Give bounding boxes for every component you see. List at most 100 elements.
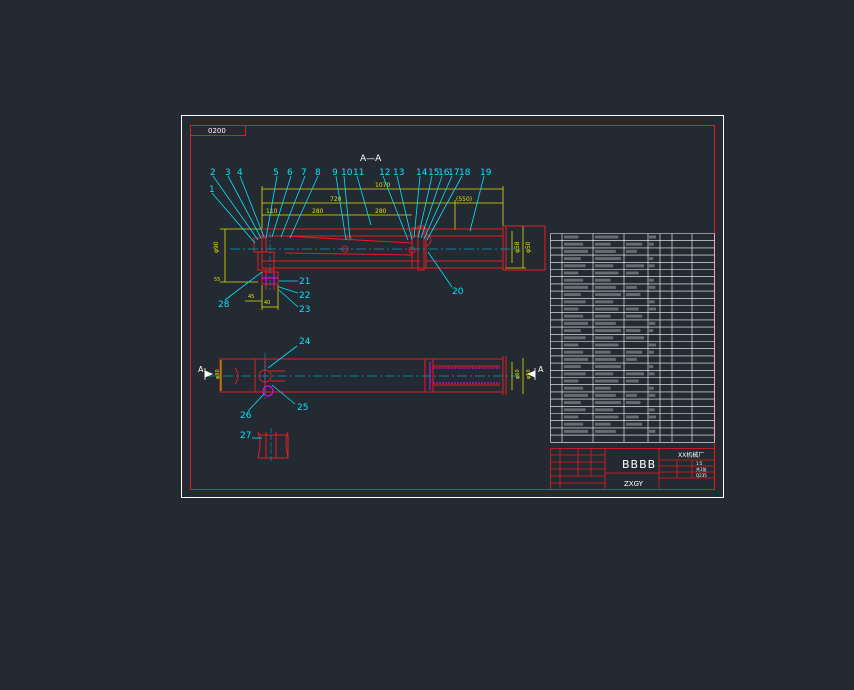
dim-d5: (550) [456,196,472,203]
balloon-11: 11 [353,168,364,178]
table-cell-mark [564,408,586,412]
balloon-23: 23 [299,305,310,315]
title-company: XX机械厂 [678,451,704,459]
table-cell-mark [626,329,641,333]
table-cell-mark [564,379,579,383]
table-cell-mark [595,300,614,304]
table-cell-mark [626,379,639,383]
sheet-outer-border [181,115,724,498]
table-cell-mark [595,249,616,253]
table-cell-mark [649,386,654,390]
balloon-1: 1 [209,185,215,195]
table-cell-mark [626,357,637,361]
table-cell-mark [595,307,619,311]
title-material: Q235 [696,473,707,478]
dim-small2: 40 [264,300,270,306]
table-cell-mark [649,242,654,246]
title-name: ZXGY [624,480,644,488]
table-cell-mark [595,365,621,369]
table-cell-mark [649,350,654,354]
table-cell-mark [564,386,584,390]
table-cell-mark [649,343,656,347]
dim-b-right2: φ50 [526,369,532,379]
title-drawing-no: BBBB [622,458,656,471]
balloon-18: 18 [459,168,471,178]
table-cell-mark [595,350,611,354]
table-cell-mark [595,314,611,318]
balloon-13: 13 [393,168,404,178]
balloon-9: 9 [332,168,338,178]
table-cell-mark [564,285,588,289]
table-cell-mark [595,401,621,405]
table-cell-mark [564,365,581,369]
balloon-12: 12 [379,168,390,178]
balloon-10: 10 [341,168,353,178]
table-cell-mark [564,293,581,297]
balloon-15: 15 [428,168,439,178]
table-cell-mark [595,415,619,419]
dim-b-left: φ80 [215,369,221,379]
table-cell-mark [564,271,579,275]
balloon-20: 20 [452,287,464,297]
table-cell-mark [564,321,588,325]
table-cell-mark [649,372,655,376]
table-cell-mark [595,235,619,239]
table-cell-mark [595,386,611,390]
table-cell-mark [626,249,637,253]
table-cell-mark [626,242,643,246]
table-cell-mark [564,422,584,426]
table-cell-mark [564,242,584,246]
table-cell-mark [649,415,656,419]
table-cell-mark [626,415,639,419]
table-cell-mark [564,393,588,397]
table-cell-mark [649,300,655,304]
table-cell-mark [564,257,581,261]
table-cell-mark [626,393,637,397]
dim-d2: 110 [266,208,278,215]
table-cell-mark [595,379,619,383]
dim-small1: 45 [248,294,254,300]
table-cell-mark [649,321,656,325]
table-cell-mark [595,329,621,333]
table-cell-mark [649,235,656,239]
table-cell-mark [649,264,655,268]
dim-b-right1: φ60 [515,369,521,379]
table-cell-mark [564,307,579,311]
table-cell-mark [595,293,621,297]
dim-d4: 280 [375,208,387,215]
table-cell-mark [595,408,614,412]
table-cell-mark [626,271,639,275]
table-cell-mark [564,235,579,239]
table-cell-mark [626,350,643,354]
table-cell-mark [595,393,616,397]
dim-small3: 55 [214,277,220,283]
balloon-25: 25 [297,403,308,413]
table-cell-mark [595,357,616,361]
table-cell-mark [626,372,644,376]
balloon-26: 26 [240,411,252,421]
table-cell-mark [564,249,588,253]
table-cell-mark [626,293,641,297]
table-cell-mark [595,429,616,433]
table-cell-mark [595,336,614,340]
table-cell-mark [626,285,637,289]
balloon-17: 17 [448,168,459,178]
balloon-24: 24 [299,337,311,347]
table-cell-mark [564,429,588,433]
table-cell-mark [564,415,579,419]
parts-list-table [550,233,715,443]
table-cell-mark [564,357,588,361]
table-cell-mark [649,365,654,369]
table-cell-mark [595,321,616,325]
balloon-28: 28 [218,300,230,310]
dim-overall: 1070 [375,182,390,189]
table-cell-mark [595,257,621,261]
dim-d1: 720 [330,196,342,203]
table-cell-mark [649,329,654,333]
balloon-4: 4 [237,168,243,178]
table-cell-mark [564,264,586,268]
table-cell-mark [649,257,654,261]
dim-d3: 280 [312,208,324,215]
